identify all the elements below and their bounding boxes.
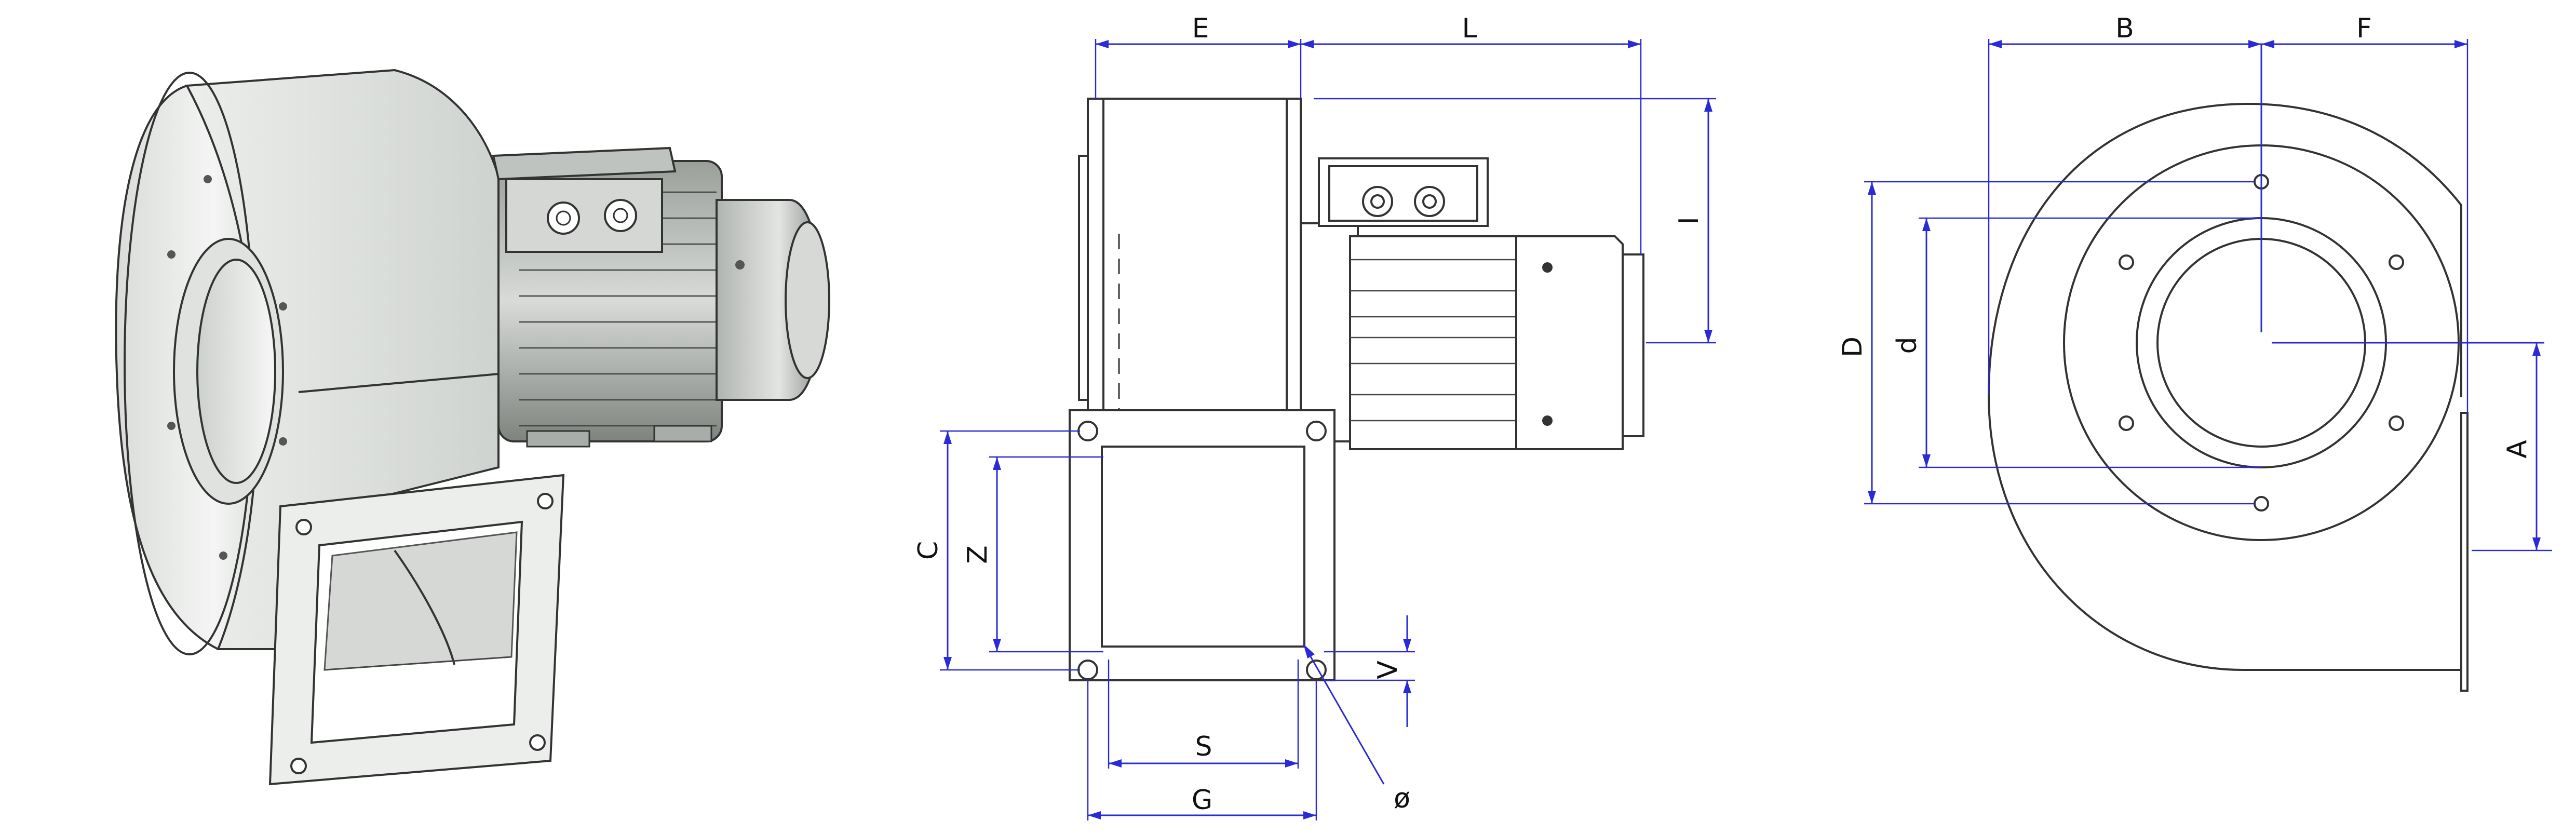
side-view-drawing: E L I C Z V S G ø [913, 13, 1716, 820]
scroll-seam-line [298, 373, 499, 393]
dim-label-I: I [1674, 217, 1705, 224]
dim-label-V: V [1372, 661, 1404, 679]
dim-label-G: G [1192, 785, 1212, 816]
dim-label-B: B [2115, 13, 2134, 44]
side-disc-bolts [167, 175, 287, 560]
outlet-flange-3d [268, 474, 565, 786]
outlet-flange-front [1069, 409, 1336, 681]
housing-scroll-band [185, 69, 500, 650]
front-view-drawing: B F D d A [1837, 13, 2552, 692]
outlet-flange-edge [2460, 412, 2469, 692]
side-view-dimensions [940, 39, 1716, 820]
dim-label-A: A [2502, 440, 2533, 459]
dim-label-Z: Z [962, 545, 993, 564]
dim-label-C: C [913, 541, 944, 560]
scroll-outline [1987, 102, 2462, 671]
dim-label-phi: ø [1394, 783, 1410, 814]
dim-label-D: D [1837, 337, 1868, 357]
front-view-dimensions [1864, 39, 2552, 551]
dim-label-E: E [1192, 13, 1209, 44]
motor-side-view [1300, 157, 1644, 450]
dim-label-L: L [1462, 13, 1477, 44]
motor-3d [492, 146, 830, 448]
dim-label-d: d [1892, 337, 1923, 354]
dim-label-S: S [1195, 731, 1212, 762]
inlet-opening [196, 259, 276, 484]
fan-3d-render [115, 69, 830, 786]
dim-label-F: F [2356, 13, 2372, 44]
